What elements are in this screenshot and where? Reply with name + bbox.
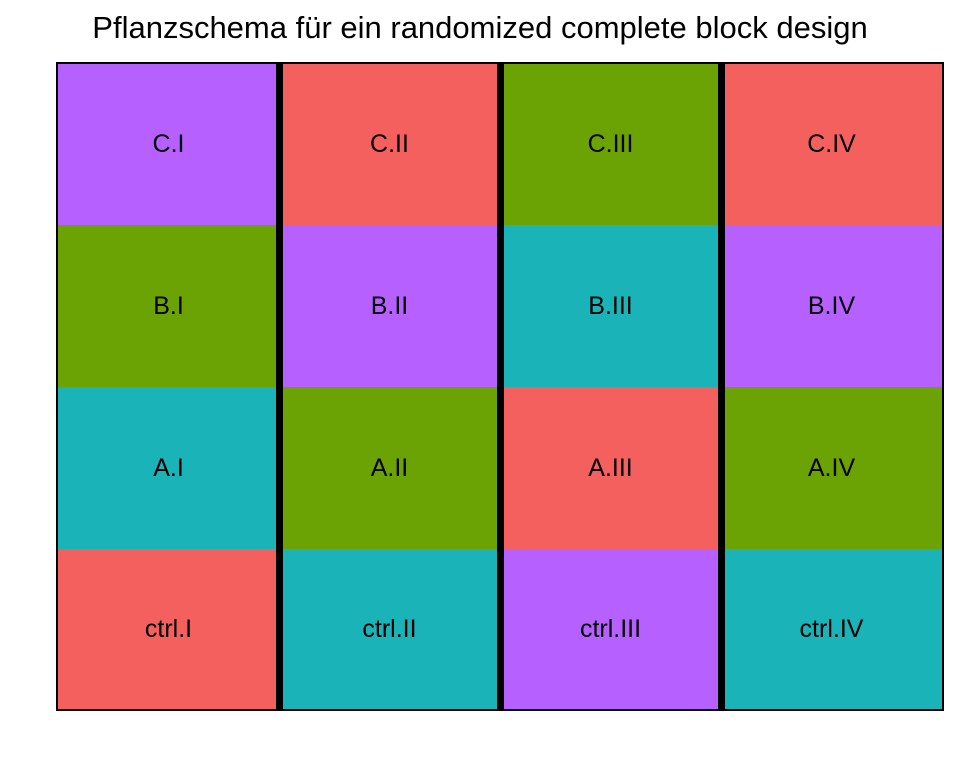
plot-b-i: B.I xyxy=(58,225,279,387)
plot-b-iv: B.IV xyxy=(721,225,942,387)
diagram-title: Pflanzschema für ein randomized complete… xyxy=(92,10,868,45)
plot-a-i: A.I xyxy=(58,387,279,549)
block-divider xyxy=(717,64,725,709)
plot-c-iii: C.III xyxy=(500,64,721,225)
plot-ctrl-iv: ctrl.IV xyxy=(721,549,942,709)
plot-ctrl-i: ctrl.I xyxy=(58,549,279,709)
plot-b-ii: B.II xyxy=(279,225,500,387)
plot-ctrl-ii: ctrl.II xyxy=(279,549,500,709)
block-divider xyxy=(496,64,504,709)
plot-a-iii: A.III xyxy=(500,387,721,549)
plot-a-iv: A.IV xyxy=(721,387,942,549)
plot-c-iv: C.IV xyxy=(721,64,942,225)
block-divider xyxy=(275,64,283,709)
plot-c-ii: C.II xyxy=(279,64,500,225)
plot-c-i: C.I xyxy=(58,64,279,225)
plot-ctrl-iii: ctrl.III xyxy=(500,549,721,709)
plot-a-ii: A.II xyxy=(279,387,500,549)
plot-b-iii: B.III xyxy=(500,225,721,387)
